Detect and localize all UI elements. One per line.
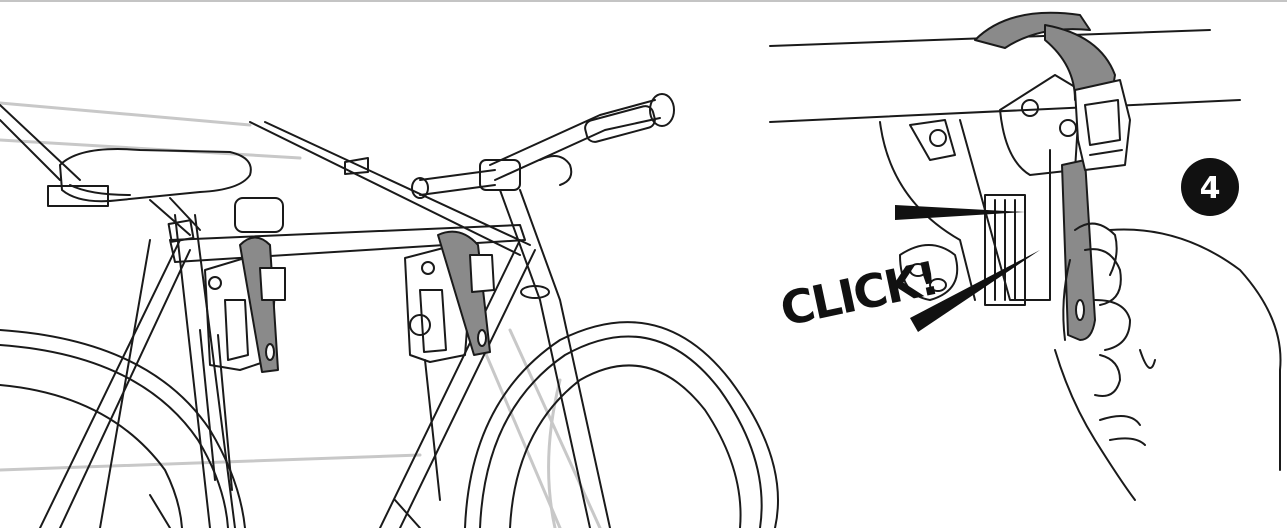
right-panel-strap-closeup: [770, 13, 1281, 500]
left-panel-bike-on-rack: [0, 94, 778, 528]
closeup-buckle: [1075, 80, 1130, 170]
frame-clamp-rear: [200, 238, 285, 491]
step-number: 4: [1200, 171, 1221, 206]
step-number-badge: 4: [1181, 158, 1239, 216]
handlebars: [412, 94, 674, 198]
frame-clamp-front: [150, 232, 494, 528]
saddle: [60, 149, 251, 242]
front-wheel: [465, 322, 778, 528]
